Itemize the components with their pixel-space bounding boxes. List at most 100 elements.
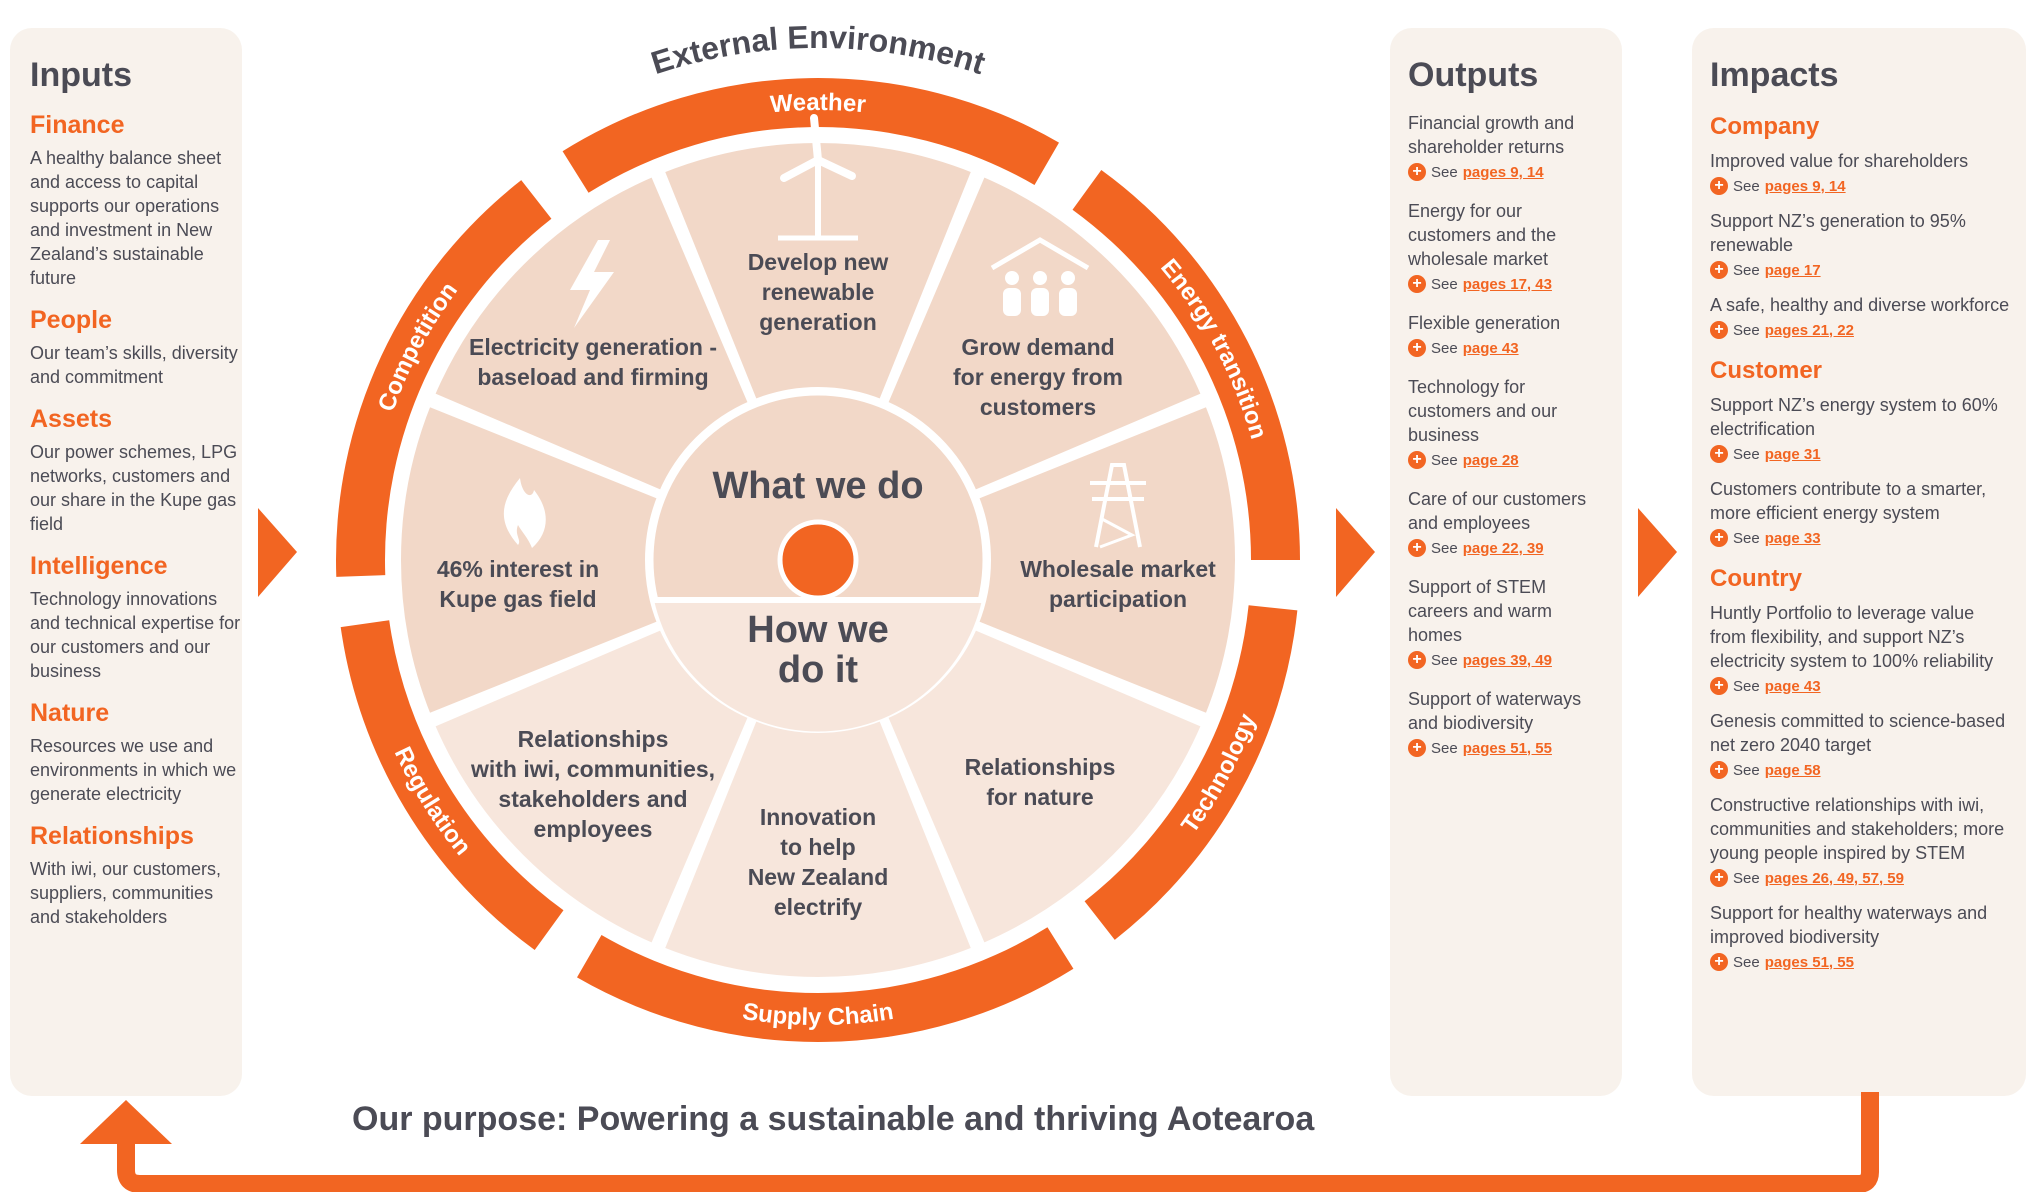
what-we-do-label: baseload and firming	[477, 364, 708, 390]
input-description: Our power schemes, LPG networks, custome…	[30, 442, 238, 534]
see-label: See	[1431, 739, 1458, 757]
input-description: Technology innovations and technical exp…	[30, 589, 241, 681]
see-label: See	[1733, 869, 1760, 887]
impact-text: Support NZ’s energy system to 60% electr…	[1710, 395, 1998, 439]
see-label: See	[1431, 275, 1458, 293]
person-body	[1059, 288, 1077, 316]
what-we-do-label: Develop new	[748, 249, 889, 275]
input-description: Resources we use and environments in whi…	[30, 736, 237, 804]
page-link[interactable]: page 28	[1462, 451, 1519, 469]
see-label: See	[1431, 163, 1458, 181]
person-body	[1031, 288, 1049, 316]
impact-item: Constructive relationships with iwi, com…	[1710, 793, 2010, 887]
plus-icon: +	[1408, 539, 1426, 557]
see-label: See	[1733, 177, 1760, 195]
page-link[interactable]: pages 9, 14	[1764, 177, 1846, 195]
people-house-icon	[990, 237, 1090, 271]
inputs-title: Inputs	[30, 56, 132, 94]
center-label-what: What we do	[712, 465, 923, 507]
ring-segment	[1084, 605, 1298, 940]
output-item: Support of STEM careers and warm homes +S…	[1408, 575, 1606, 669]
output-text: Support of STEM careers and warm homes	[1408, 577, 1553, 645]
impact-text: Constructive relationships with iwi, com…	[1710, 795, 2005, 863]
flame-icon	[503, 478, 546, 548]
ring-label: Weather	[769, 89, 867, 118]
see-label: See	[1431, 451, 1458, 469]
plus-icon: +	[1710, 177, 1728, 195]
output-text: Flexible generation	[1408, 313, 1561, 333]
page-link[interactable]: pages 26, 49, 57, 59	[1764, 869, 1904, 887]
impact-item: Genesis committed to science-based net z…	[1710, 709, 2010, 779]
input-heading: Finance	[30, 111, 125, 139]
plus-icon: +	[1710, 677, 1728, 695]
impact-item: Support NZ’s energy system to 60% electr…	[1710, 393, 2010, 463]
what-we-do-label: renewable	[762, 279, 875, 305]
input-heading: Intelligence	[30, 552, 168, 580]
plus-icon: +	[1710, 321, 1728, 339]
plus-icon: +	[1710, 445, 1728, 463]
impact-item: Support NZ’s generation to 95% renewable…	[1710, 209, 2010, 279]
input-heading: Nature	[30, 699, 110, 727]
see-label: See	[1733, 761, 1760, 779]
page-link[interactable]: pages 21, 22	[1764, 321, 1854, 339]
page-link[interactable]: page 22, 39	[1462, 539, 1544, 557]
output-item: Financial growth and shareholder returns…	[1408, 111, 1606, 181]
page-link[interactable]: pages 17, 43	[1462, 275, 1552, 293]
see-label: See	[1733, 445, 1760, 463]
how-we-do-it-label: Relationships	[518, 726, 669, 752]
impact-text: A safe, healthy and diverse workforce	[1710, 295, 2010, 315]
how-we-do-it-label: stakeholders and	[498, 786, 687, 812]
page-link[interactable]: page 58	[1764, 761, 1821, 779]
what-we-do-label: Wholesale market	[1020, 556, 1216, 582]
what-we-do-label: 46% interest in	[437, 556, 599, 582]
ring-segment	[336, 180, 552, 577]
page-link[interactable]: pages 51, 55	[1764, 953, 1854, 971]
page-link[interactable]: pages 9, 14	[1462, 163, 1544, 181]
impact-text: Support NZ’s generation to 95% renewable	[1710, 211, 1966, 255]
page-link[interactable]: page 31	[1764, 445, 1821, 463]
impact-text: Genesis committed to science-based net z…	[1710, 711, 2006, 755]
page-link[interactable]: pages 39, 49	[1462, 651, 1552, 669]
input-heading: Relationships	[30, 822, 194, 850]
impact-text: Improved value for shareholders	[1710, 151, 1969, 171]
impact-item: A safe, healthy and diverse workforce + Se…	[1710, 293, 2010, 339]
plus-icon: +	[1710, 869, 1728, 887]
ring-segment	[1072, 170, 1300, 560]
plus-icon: +	[1710, 261, 1728, 279]
how-we-do-it-label: electrify	[774, 894, 862, 920]
outputs-title: Outputs	[1408, 56, 1539, 94]
plus-icon: +	[1408, 275, 1426, 293]
outputs-list: Financial growth and shareholder returns…	[1408, 111, 1606, 757]
center-label-how: do it	[778, 649, 859, 691]
see-label: See	[1431, 339, 1458, 357]
page-link[interactable]: page 17	[1764, 261, 1821, 279]
page-link[interactable]: pages 51, 55	[1462, 739, 1552, 757]
see-label: See	[1733, 321, 1760, 339]
what-we-do-label: Electricity generation -	[469, 334, 717, 360]
what-we-do-label: Grow demand	[961, 334, 1114, 360]
output-item: Support of waterways and biodiversity+Se…	[1408, 687, 1606, 757]
how-we-do-it-label: employees	[534, 816, 653, 842]
what-we-do-label: Kupe gas field	[439, 586, 596, 612]
page-link[interactable]: page 43	[1764, 677, 1821, 695]
see-label: See	[1733, 261, 1760, 279]
person-head	[1033, 271, 1047, 285]
page-link[interactable]: page 33	[1764, 529, 1821, 547]
page-link[interactable]: page 43	[1462, 339, 1519, 357]
lightning-icon	[570, 240, 614, 328]
see-label: See	[1733, 529, 1760, 547]
input-heading: People	[30, 306, 112, 334]
impact-item: Support for healthy waterways and improv…	[1710, 901, 2010, 971]
